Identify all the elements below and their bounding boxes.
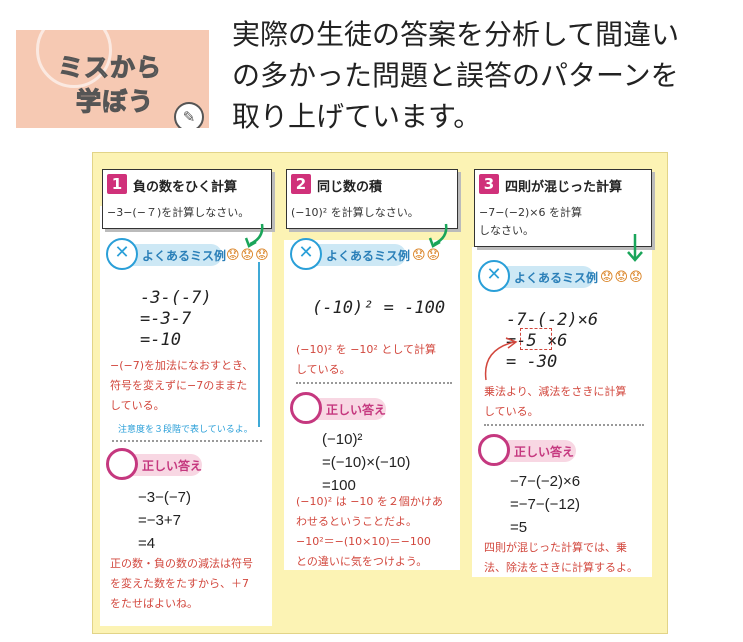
x-icon: ✕ [478, 260, 510, 292]
problem-2-box: 2 同じ数の積 (−10)² を計算しなさい。 [286, 169, 458, 229]
badge-line1: ミスから [57, 52, 163, 82]
correct-header-3: 正しい答え [478, 434, 576, 466]
caution-note: 注意度を３段階で表しているよ。 [118, 425, 253, 435]
mistake-work-3: -7-(-2)×6=-5 ×6= -30 [506, 310, 599, 372]
arrow-icon [244, 223, 264, 248]
badge-line2: 学ぼう [75, 86, 155, 116]
lightbulb-icon [36, 30, 112, 88]
mistake-note-2: (−10)² を −10² として計算 している。 [296, 343, 436, 376]
answer-work-2: (−10)²=(−10)×(−10)=100 [322, 431, 411, 494]
miss-header-3: ✕ よくあるミス例 [478, 260, 598, 292]
magnifier-icon [290, 392, 322, 424]
mistake-note-1: −(−7)を加法になおすとき、 符号を変えずに−7のままた している。 [110, 359, 254, 412]
divider [484, 424, 644, 426]
column-1 [100, 206, 272, 626]
problem-number: 2 [291, 174, 311, 194]
correct-header-1: 正しい答え [106, 448, 202, 480]
correct-header-2: 正しい答え [290, 392, 386, 424]
arrow-icon [627, 234, 643, 262]
problem-title: 四則が混じった計算 [505, 180, 623, 195]
arrow-icon [428, 223, 448, 248]
problem-question: −7−(−2)×6 を計算 しなさい。 [479, 206, 582, 237]
column-3 [472, 247, 652, 577]
answer-work-1: −3−(−7)=−3+7=4 [138, 489, 191, 552]
intro-text: 実際の生徒の答案を分析して間違い の多かった問題と誤答のパターンを 取り上げてい… [232, 18, 680, 133]
divider [112, 440, 262, 442]
problem-number: 3 [479, 174, 499, 194]
divider [296, 382, 452, 384]
problem-title: 負の数をひく計算 [133, 180, 238, 195]
problem-number: 1 [107, 174, 127, 194]
error-arrow-icon [484, 337, 518, 381]
answer-note-1: 正の数・負の数の減法は符号 を変えた数をたすから、＋7 をたせばよいね。 [110, 557, 253, 610]
magnifier-icon [106, 448, 138, 480]
problem-question: −3−(−７)を計算しなさい。 [107, 206, 250, 219]
pen-icon: ✎ [174, 102, 204, 128]
problem-3-box: 3 四則が混じった計算 −7−(−2)×6 を計算 しなさい。 [474, 169, 652, 247]
caution-faces-icon: 😟😟 [412, 248, 442, 263]
magnifier-icon [478, 434, 510, 466]
problem-1-box: 1 負の数をひく計算 −3−(−７)を計算しなさい。 [102, 169, 272, 229]
answer-work-3: −7−(−2)×6=−7−(−12)=5 [510, 473, 581, 536]
miss-header-1: ✕ よくあるミス例 [106, 238, 226, 270]
x-icon: ✕ [106, 238, 138, 270]
problem-question: (−10)² を計算しなさい。 [291, 206, 419, 219]
error-highlight [520, 328, 552, 350]
mistake-badge: ミスから 学ぼう ✎ [16, 30, 209, 128]
mistake-note-3: 乗法より、減法をさきに計算 している。 [484, 385, 627, 418]
answer-note-3: 四則が混じった計算では、乗 法、除法をさきに計算するよ。 [484, 541, 638, 574]
x-icon: ✕ [290, 238, 322, 270]
problem-title: 同じ数の積 [317, 180, 383, 195]
miss-header-2: ✕ よくあるミス例 [290, 238, 410, 270]
answer-note-2: (−10)² は −10 を２個かけあ わせるということだよ。 −10²＝−(1… [296, 495, 443, 568]
caution-faces-icon: 😟😟😟 [226, 248, 270, 263]
pointer-line [258, 262, 260, 427]
caution-faces-icon: 😟😟😟 [600, 270, 644, 285]
mistake-work-1: -3-(-7)=-3-7=-10 [140, 288, 212, 350]
mistake-work-2: (-10)² = -100 [312, 298, 446, 318]
